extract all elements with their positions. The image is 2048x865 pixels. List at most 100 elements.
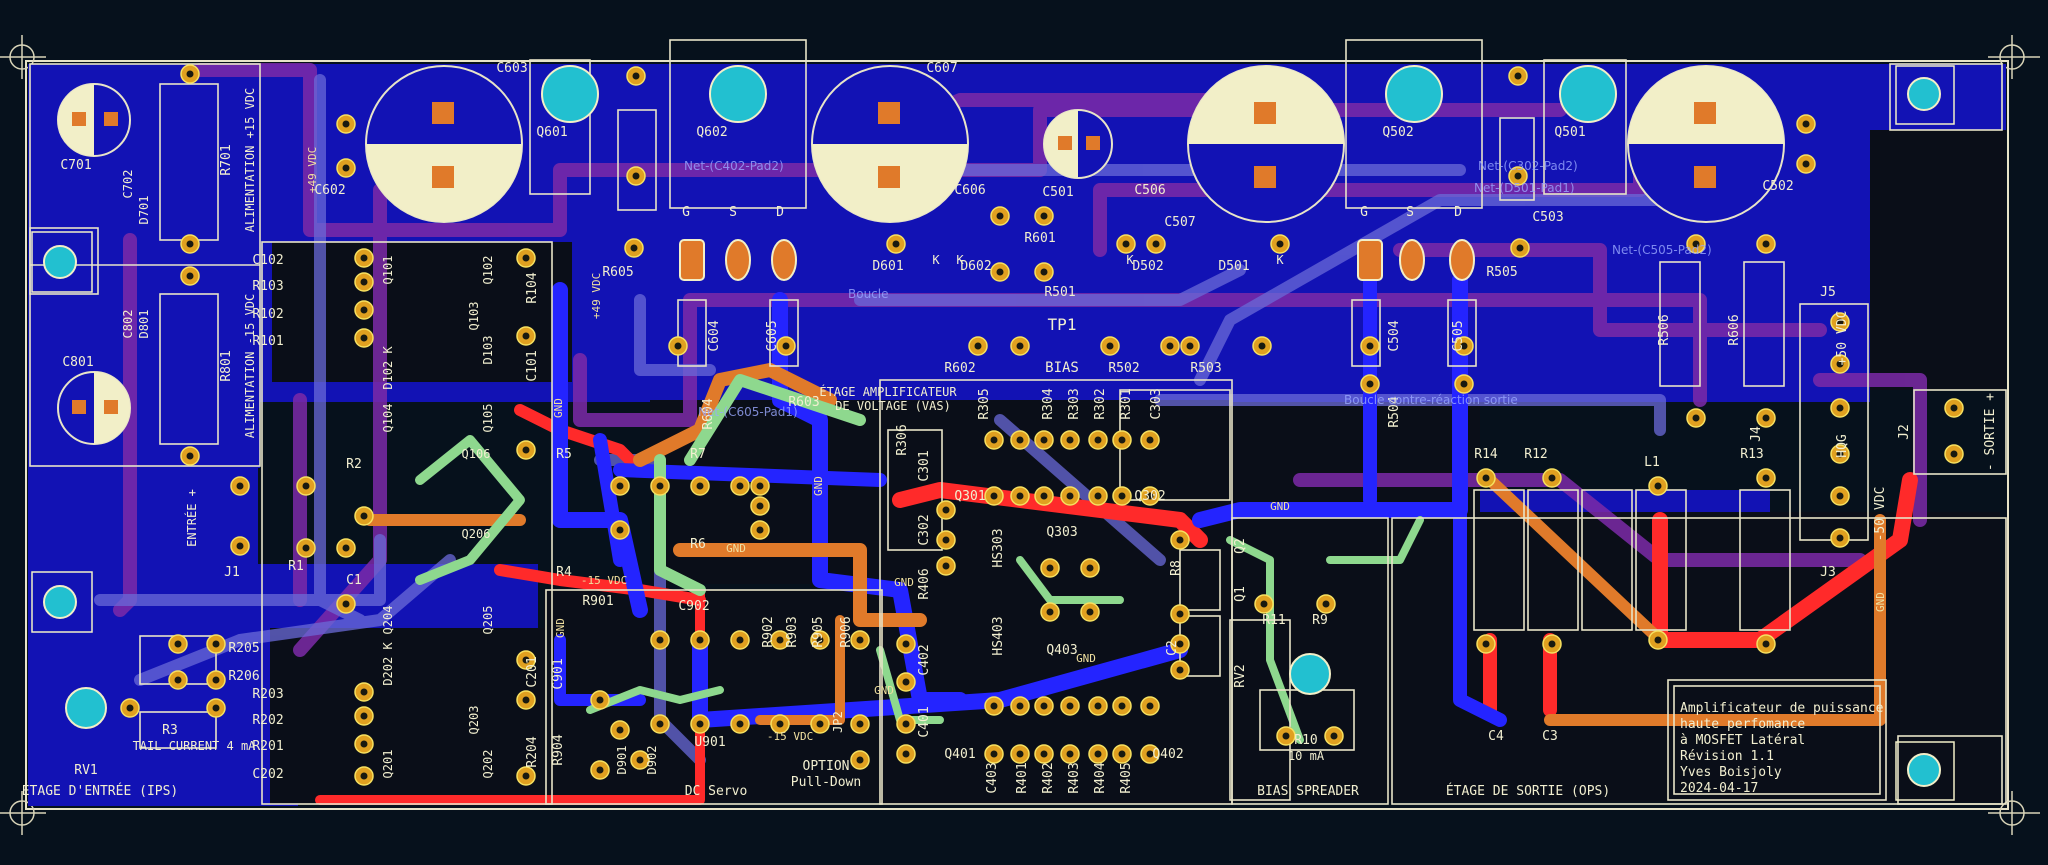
vlabel-q102: Q102 [481, 256, 495, 285]
vlabel-m50: -50 VDC [1873, 487, 1888, 542]
title-block: Amplificateur de puissance haute perfoma… [1680, 701, 1884, 796]
copper-v15a: -15 VDC [581, 574, 627, 587]
label-d602: D602 [960, 259, 991, 274]
vlabel-c301: C301 [917, 450, 932, 481]
copper-v49: +49 VDC [590, 273, 603, 319]
net-n7: Boucle [848, 287, 889, 301]
vlabel-j2: J2 [1897, 424, 1912, 440]
label-q206: Q206 [462, 527, 491, 541]
label-bias: BIAS [1045, 360, 1079, 376]
vlabel-r204: R204 [525, 736, 540, 767]
net-n3: Net-(D501-Pad1) [1474, 181, 1575, 195]
vlabel-rv2: RV2 [1233, 664, 1248, 687]
vlabel-r604: R604 [701, 398, 716, 429]
label-r11: R11 [1262, 613, 1285, 628]
cyan-pads [43, 65, 1941, 787]
vlabel-q204: Q204 [381, 606, 395, 635]
label-r2: R2 [346, 457, 362, 472]
vlabel-c901: C901 [551, 658, 566, 689]
label-c607: C607 [926, 61, 957, 76]
net-labels: Net-(C402-Pad2)Net-(C302-Pad2)Net-(D501-… [684, 159, 1712, 419]
title-line-2: haute perfomance [1680, 717, 1805, 732]
label-l1: L1 [1644, 455, 1660, 470]
label-tp1: TP1 [1048, 315, 1077, 334]
vlabel-j4: J4 [1749, 426, 1764, 442]
label-vas2: DE VOLTAGE (VAS) [835, 399, 951, 413]
label-c603: C603 [496, 61, 527, 76]
vlabel-r906: R906 [839, 616, 854, 647]
label-r13: R13 [1740, 447, 1763, 462]
vlabel-r403: R403 [1067, 762, 1082, 793]
vlabel-alim15: ALIMENTATION +15 VDC [243, 88, 257, 233]
vlabel-d701: D701 [137, 196, 151, 225]
label-r605: R605 [602, 265, 633, 280]
vlabel-hqg: HQG [1835, 434, 1850, 458]
vlabel-entree: ENTRÉE + [184, 489, 199, 547]
vlabel-r406: R406 [917, 568, 932, 599]
label-c701: C701 [60, 158, 91, 173]
label-g2: G [1360, 205, 1368, 220]
label-c102: C102 [252, 253, 283, 268]
label-d501: D501 [1218, 259, 1249, 274]
front-copper-tracks [315, 272, 1918, 805]
vlabel-r304: R304 [1041, 388, 1056, 419]
vlabel-c504: C504 [1387, 320, 1402, 351]
capacitor-c801 [57, 371, 131, 445]
copper-gnd4: GND [1270, 500, 1290, 513]
net-n4: Net-(C505-Pad2) [1612, 243, 1712, 257]
label-d502: D502 [1132, 259, 1163, 274]
label-c1: C1 [346, 573, 362, 588]
label-q303: Q303 [1046, 525, 1077, 540]
label-ma10: 10 mA [1288, 749, 1325, 763]
label-j5: J5 [1820, 285, 1836, 300]
label-s2: S [1406, 205, 1414, 220]
label-r12: R12 [1524, 447, 1547, 462]
vlabel-r905: R905 [811, 616, 826, 647]
vlabel-c401: C401 [917, 706, 932, 737]
vlabel-q2: Q2 [1233, 538, 1248, 554]
vlabel-r606: R606 [1727, 314, 1742, 345]
vlabel-q104: Q104 [381, 404, 395, 433]
label-k3: K [1126, 253, 1134, 267]
label-tail: TAIL CURRENT 4 mA [133, 739, 257, 753]
vlabel-c302: C302 [917, 514, 932, 545]
label-c502: C502 [1762, 179, 1793, 194]
title-line-1: Amplificateur de puissance [1680, 701, 1884, 716]
vlabel-c2: C2 [1165, 640, 1180, 656]
vlabel-c402: C402 [917, 644, 932, 675]
vlabel-d902: D902 [645, 746, 659, 775]
label-q106: Q106 [462, 447, 491, 461]
label-k2: K [956, 253, 964, 267]
label-r14: R14 [1474, 447, 1498, 462]
title-line-4: Révision 1.1 [1680, 749, 1774, 764]
label-pulldown: Pull-Down [791, 775, 861, 790]
vlabel-r302: R302 [1093, 388, 1108, 419]
label-r502: R502 [1108, 361, 1139, 376]
vlabel-q205: Q205 [481, 606, 495, 635]
copper-v15b: -15 VDC [767, 730, 813, 743]
capacitor-c506 [1187, 65, 1345, 223]
copper-gnd6: GND [1076, 652, 1096, 665]
label-c902: C902 [678, 599, 709, 614]
label-j1: J1 [224, 565, 240, 580]
label-r205: R205 [228, 641, 259, 656]
net-n2: Net-(C302-Pad2) [1478, 159, 1578, 173]
vlabel-r405: R405 [1119, 762, 1134, 793]
label-r9: R9 [1312, 613, 1328, 628]
capacitor-c607 [811, 65, 969, 223]
vlabel-q203: Q203 [467, 706, 481, 735]
section-outlines [29, 39, 2007, 805]
vlabel-r801: R801 [219, 350, 234, 381]
label-r503: R503 [1190, 361, 1221, 376]
vlabel-d801: D801 [137, 310, 151, 339]
label-q402: Q402 [1152, 747, 1183, 762]
label-j3: J3 [1820, 565, 1836, 580]
label-s1: S [729, 205, 737, 220]
label-c3: C3 [1542, 729, 1558, 744]
label-r201: R201 [252, 739, 283, 754]
label-c507: C507 [1164, 215, 1195, 230]
capacitor-c603 [365, 65, 523, 223]
